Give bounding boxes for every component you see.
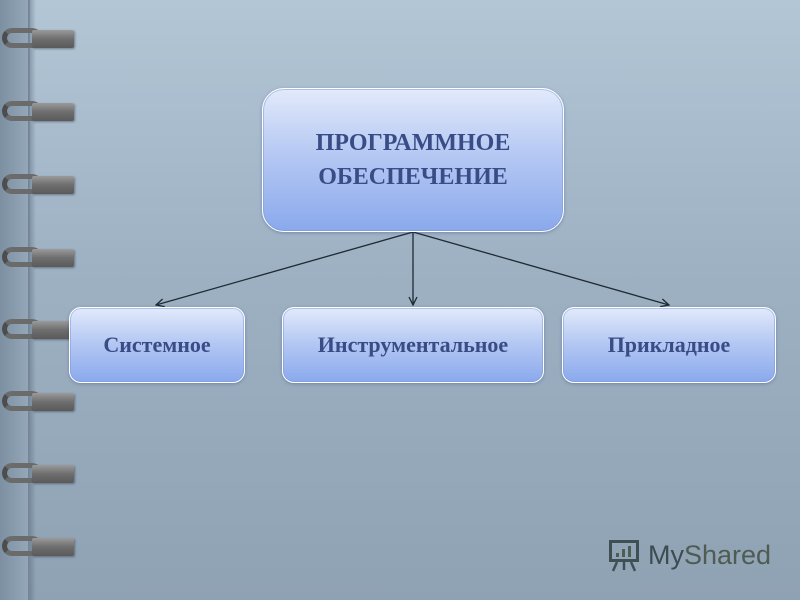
root-node-line2: ОБЕСПЕЧЕНИЕ [318, 164, 508, 190]
binder-ring-icon [2, 462, 74, 486]
binder-ring-icon [2, 246, 74, 270]
root-node-line1: ПРОГРАММНОЕ [315, 130, 511, 156]
notebook-binding-shadow [0, 0, 30, 600]
child-node-applied: Прикладное [562, 307, 776, 383]
binder-ring-icon [2, 535, 74, 559]
notebook-page-edge [28, 0, 36, 600]
child-node-label: Системное [103, 332, 211, 357]
binder-ring-icon [2, 27, 74, 51]
binder-ring-icon [2, 100, 74, 124]
child-node-label: Инструментальное [317, 332, 509, 357]
child-node-instrumental: Инструментальное [282, 307, 544, 383]
arrow-to-applied [412, 231, 669, 305]
presentation-board-icon [609, 540, 639, 572]
root-node-software: ПРОГРАММНОЕ ОБЕСПЕЧЕНИЕ [262, 88, 564, 232]
watermark-text-shared: Shared [684, 539, 772, 570]
binder-ring-icon [2, 318, 74, 342]
watermark-text-my: My [648, 539, 684, 570]
binder-ring-icon [2, 390, 74, 414]
arrow-to-system [156, 231, 414, 305]
binder-ring-icon [2, 173, 74, 197]
child-node-system: Системное [69, 307, 245, 383]
child-node-label: Прикладное [607, 332, 731, 357]
